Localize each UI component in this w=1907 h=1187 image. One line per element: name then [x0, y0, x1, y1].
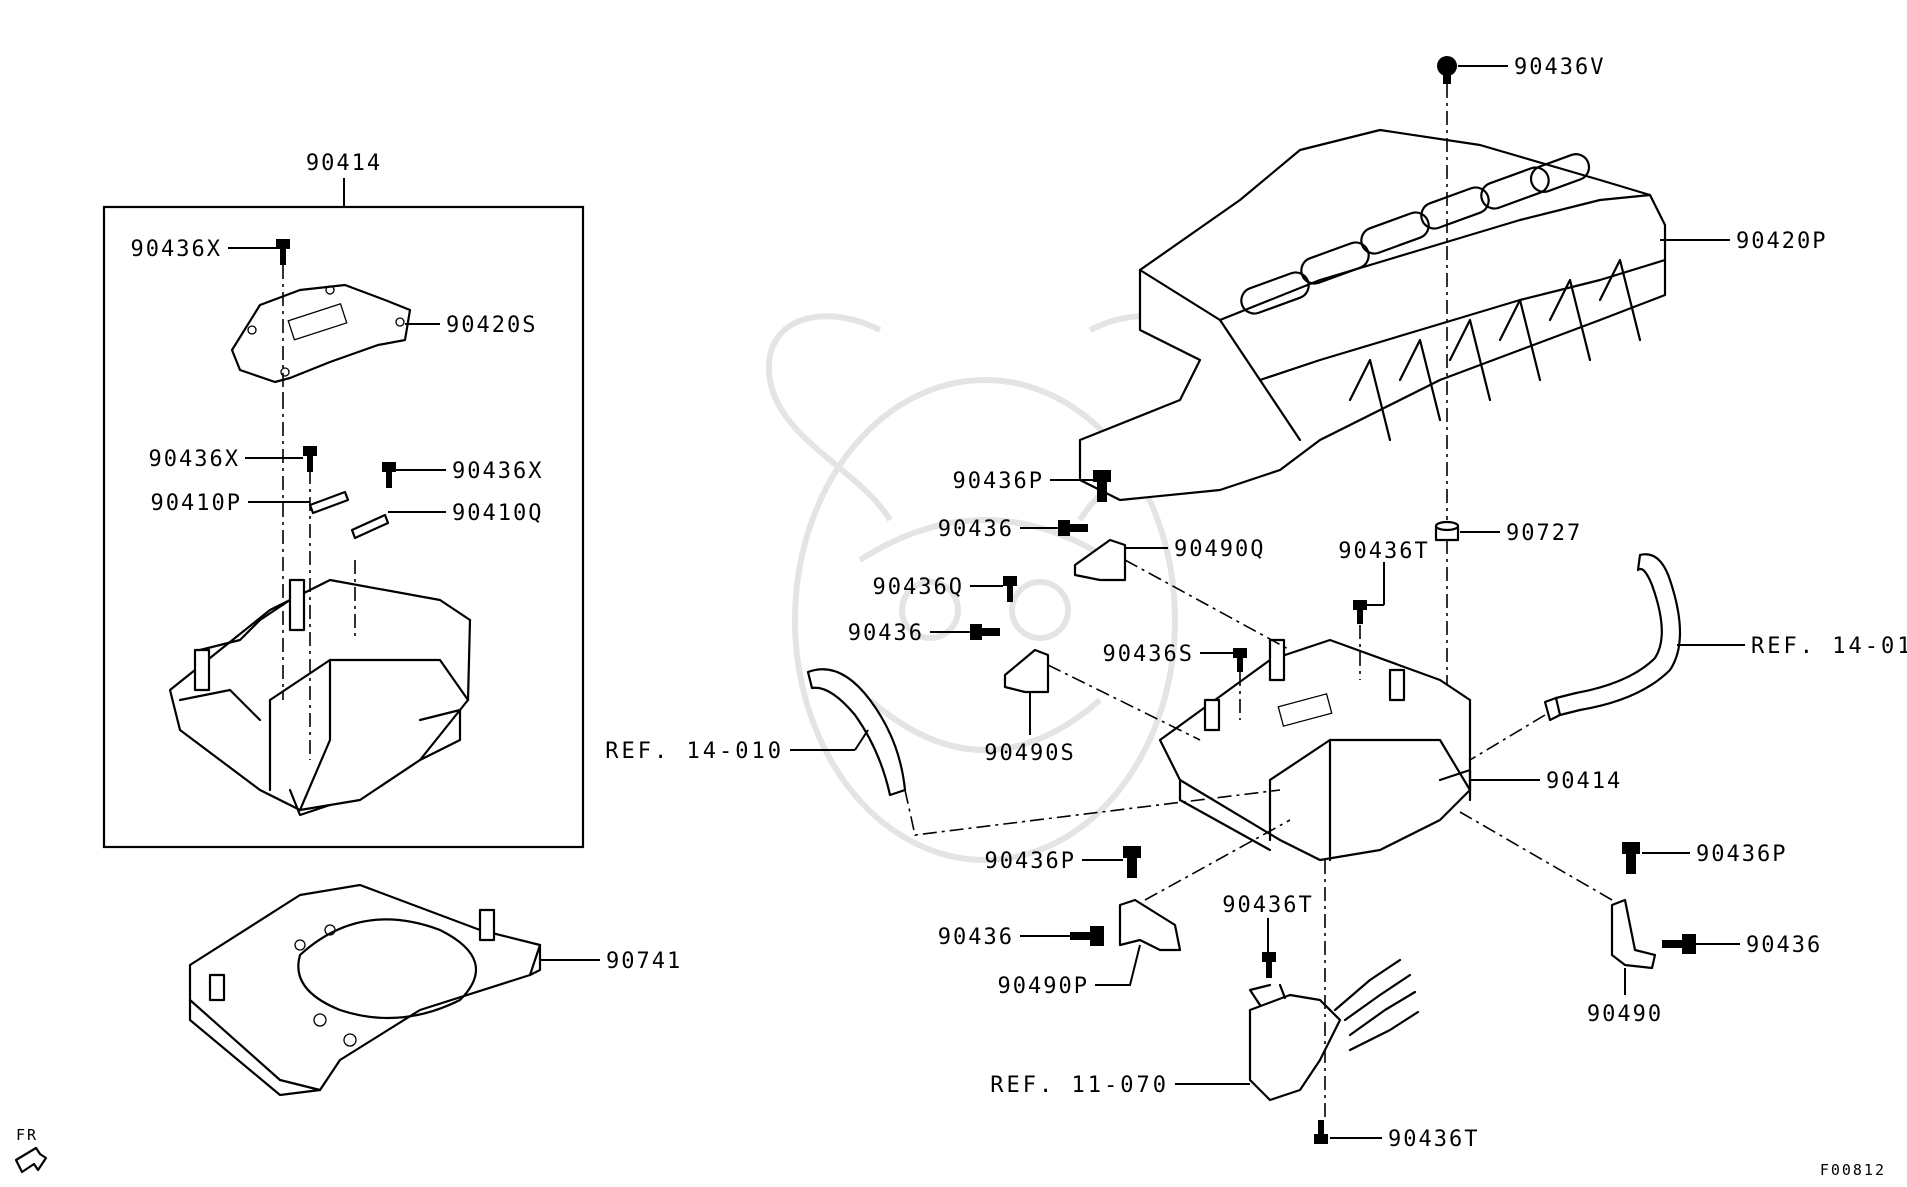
box-bolt-right-icon: [382, 462, 396, 488]
align-line-bracket-p: [1144, 819, 1291, 901]
bracket-p: [1118, 898, 1182, 952]
label-box-bolt-left: 90436X: [149, 447, 240, 472]
watermark-emblem: [765, 313, 1205, 863]
label-bolt-p-upper: 90436P: [953, 469, 1044, 494]
bolt-s-icon: [1233, 648, 1247, 672]
label-bolt-p-right: 90436P: [1696, 842, 1787, 867]
inverter-unit: [1158, 638, 1472, 862]
bolt-plain-1-icon: [1058, 520, 1088, 536]
box-bracket-left: [308, 490, 350, 515]
label-bracket-s: 90490S: [984, 741, 1075, 766]
label-box-bracket-right: 90410Q: [452, 501, 543, 526]
label-ref-harness: REF. 11-070: [990, 1073, 1169, 1098]
hose-left: [806, 668, 907, 797]
main-cover-90420P: 90420P: [1078, 128, 1827, 502]
label-bolt-t-bottom: 90436T: [1388, 1127, 1479, 1152]
label-box-bolt-top: 90436X: [131, 237, 222, 262]
label-bracket-q: 90490Q: [1174, 537, 1265, 562]
bracket-r: [1610, 898, 1657, 970]
wire-harness: [1248, 958, 1420, 1102]
box-inverter-unit: [168, 578, 472, 817]
bolt-plain-3-icon: [1070, 926, 1104, 946]
figure-id: F00812: [1820, 1161, 1886, 1179]
label-group-90414: 90414: [306, 151, 382, 176]
align-line-bracket-q: [1124, 559, 1291, 651]
label-bolt-plain-3: 90436: [938, 925, 1014, 950]
label-bolt-p-lower: 90436P: [985, 849, 1076, 874]
bolt-plain-4-icon: [1662, 934, 1696, 954]
bolt-p-right-icon: [1622, 842, 1640, 874]
align-line-bracket-s: [1047, 664, 1201, 741]
tray-90741: 90741: [188, 883, 682, 1097]
box-bracket-right: [350, 513, 390, 540]
label-bracket-p: 90490P: [998, 974, 1089, 999]
label-bolt-plain-4: 90436: [1746, 933, 1822, 958]
align-line-hose-left: [904, 789, 1281, 836]
front-arrow-icon: [14, 1146, 48, 1174]
label-top-bolt: 90436V: [1514, 55, 1605, 80]
hose-right: [1554, 553, 1682, 717]
front-direction-marker: FR: [14, 1126, 48, 1174]
direction-label: FR: [16, 1126, 38, 1144]
label-ref-hose-right: REF. 14-010: [1751, 634, 1907, 659]
bolt-t-lower-icon: [1262, 952, 1276, 978]
label-box-bracket-left: 90410P: [151, 491, 242, 516]
bolt-t-upper-icon: [1353, 600, 1367, 624]
label-bolt-q: 90436Q: [873, 575, 964, 600]
align-line-hose-right: [1469, 714, 1546, 761]
label-inverter: 90414: [1546, 769, 1622, 794]
label-tray: 90741: [606, 949, 682, 974]
bolt-plain-2-icon: [970, 624, 1000, 640]
bolt-p-lower-icon: [1123, 846, 1141, 878]
label-main-cover: 90420P: [1736, 229, 1827, 254]
box-bolt-top-icon: [276, 239, 290, 265]
label-bolt-s: 90436S: [1103, 642, 1194, 667]
label-grommet: 90727: [1506, 521, 1582, 546]
label-bolt-plain-2: 90436: [848, 621, 924, 646]
bolt-p-upper-icon: [1093, 470, 1111, 502]
label-box-cover: 90420S: [446, 313, 537, 338]
label-box-bolt-right: 90436X: [452, 459, 543, 484]
label-bolt-t-upper: 90436T: [1338, 539, 1429, 564]
box-assembly-90414: 90414 90436X 90420S 90436X 90436X 90410P…: [102, 151, 585, 849]
label-bracket-r: 90490: [1587, 1002, 1663, 1027]
bracket-s: [1003, 648, 1050, 694]
grommet-icon: [1434, 520, 1460, 542]
small-cover: [230, 283, 412, 384]
cover-ribs: [1348, 258, 1642, 442]
cover-label-plate: [287, 303, 348, 341]
align-line-bracket-r: [1459, 811, 1613, 901]
label-bolt-plain-1: 90436: [938, 517, 1014, 542]
cover-slots: [1240, 153, 1591, 315]
bracket-q: [1073, 538, 1127, 582]
label-ref-hose-left: REF. 14-010: [605, 739, 784, 764]
label-bolt-t-lower: 90436T: [1222, 893, 1313, 918]
top-bolt-icon: [1437, 56, 1457, 84]
box-bolt-left-icon: [303, 446, 317, 472]
bolt-q-icon: [1003, 576, 1017, 602]
bolt-t-bottom-icon: [1314, 1120, 1328, 1144]
